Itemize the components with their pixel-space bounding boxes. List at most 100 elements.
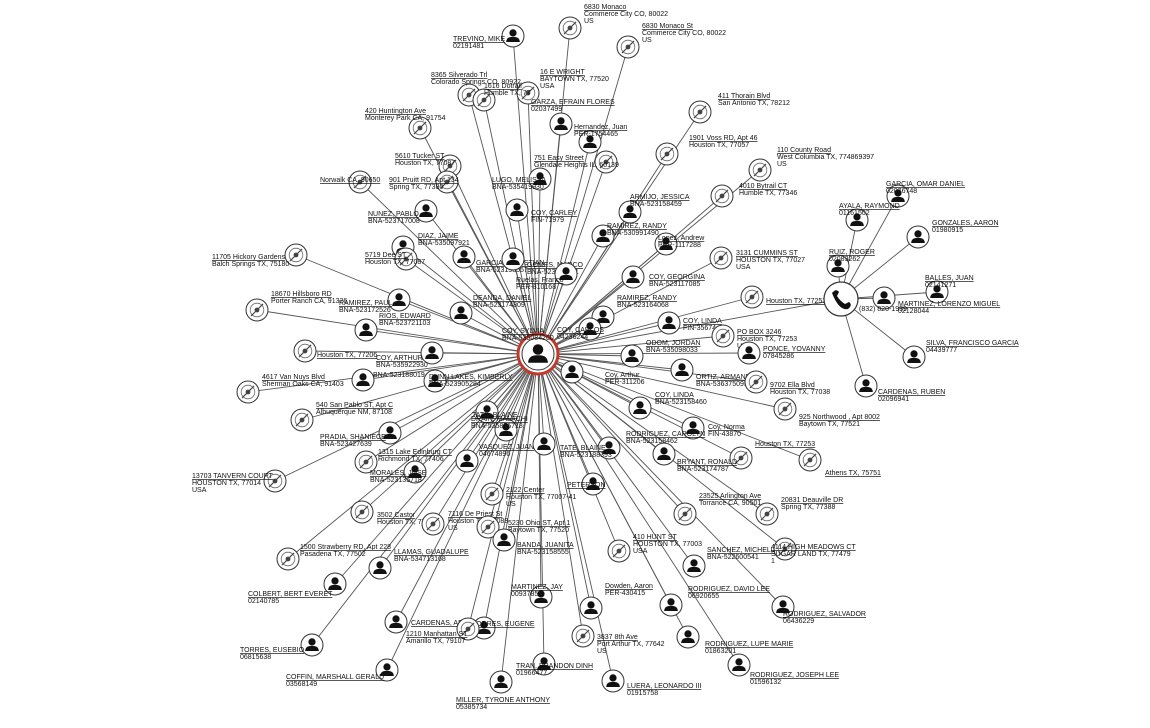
address-node-houston-tx-77206[interactable]: Houston TX, 77206 [293, 339, 377, 363]
person-node-bna-523188019[interactable]: BNA-523188019 [351, 368, 425, 392]
person-node-tate-blaine[interactable]: TATE, BLAINE [472, 400, 518, 424]
address-node-athens-tx-75751[interactable]: Athens TX, 75751 [798, 448, 881, 477]
address-node-houston-tx-77253[interactable]: Houston TX, 77253 [729, 441, 815, 470]
address-node-houston-tx-77253[interactable]: Houston TX, 77253 [740, 285, 826, 309]
address-node-norwalk-ca-90650[interactable]: Norwalk CA, 90650 [320, 170, 380, 194]
person-node-peterson[interactable]: PETERSON [567, 472, 606, 496]
phone-hub-node[interactable]: (832) 820-1939 [823, 281, 907, 317]
person-node-cardenas-arturo[interactable]: CARDENAS, ARTURO [384, 610, 483, 634]
person-node-torres-eugene[interactable]: TORRES, EUGENE [472, 616, 535, 640]
